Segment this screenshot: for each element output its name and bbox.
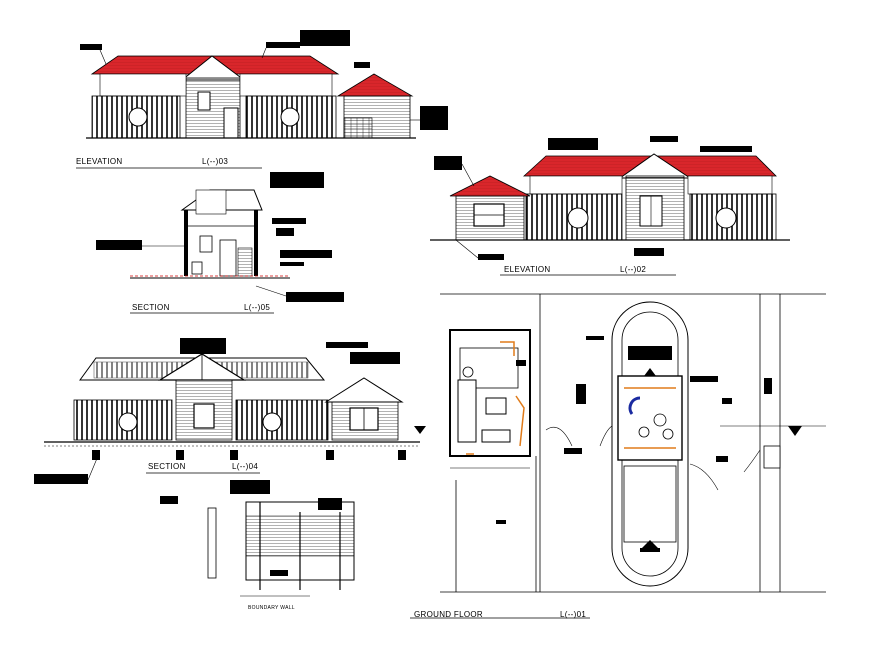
boundary-wall-drawing <box>160 480 355 597</box>
elevation-02-title: ELEVATION <box>504 265 551 274</box>
section-05-title: SECTION <box>132 303 170 312</box>
section-05-drawing <box>96 172 344 314</box>
section-04-title: SECTION <box>148 462 186 471</box>
ground-floor-plan <box>410 293 826 619</box>
ground-floor-title: GROUND FLOOR <box>414 610 483 619</box>
elevation-02-drawing <box>430 136 790 276</box>
section-04-drawing <box>34 338 420 484</box>
elevation-03-drawing <box>76 30 448 169</box>
elevation-03-ref: L(--)03 <box>202 157 229 166</box>
ground-floor-ref: L(--)01 <box>560 610 587 619</box>
section-04-ref: L(--)04 <box>232 462 259 471</box>
section-05-ref: L(--)05 <box>244 303 271 312</box>
boundary-wall-title: BOUNDARY WALL <box>248 605 295 611</box>
elevation-02-ref: L(--)02 <box>620 265 647 274</box>
elevation-03-title: ELEVATION <box>76 157 123 166</box>
